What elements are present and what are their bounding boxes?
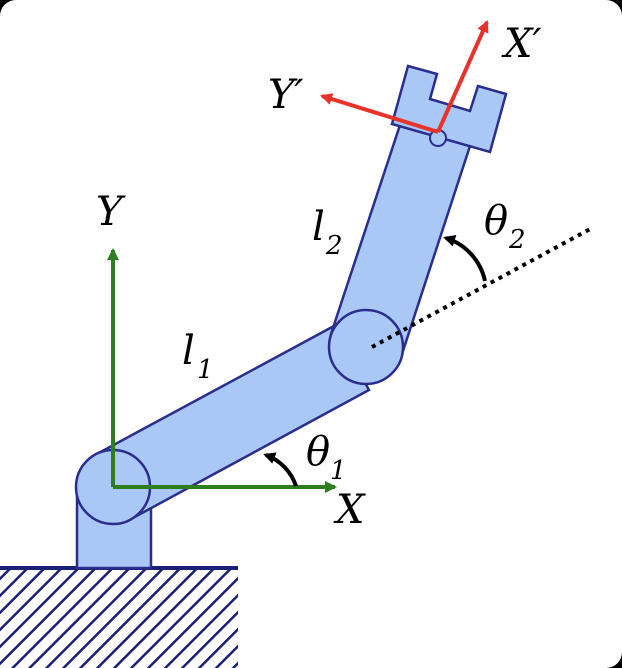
end-x-axis-label: X′ [501, 21, 542, 67]
ground-hatch [0, 568, 238, 668]
theta1-label: θ 1 [306, 429, 347, 486]
end-y-axis-arrow [320, 93, 439, 134]
end-x-axis-arrow [436, 20, 489, 133]
theta1-index: 1 [330, 456, 347, 486]
theta2-index: 2 [508, 225, 526, 255]
theta2-label: θ 2 [484, 198, 526, 255]
end-effector-point [429, 129, 447, 147]
theta2-letter: θ [484, 198, 508, 244]
base-x-axis-label: X [333, 487, 366, 533]
link1-letter: l [182, 328, 195, 374]
theta2-arc [443, 235, 487, 282]
link1-index: 1 [197, 355, 214, 385]
link1-extension-line [371, 226, 593, 349]
link2-label: l 2 [312, 204, 343, 261]
ground [0, 566, 238, 668]
base-y-axis-label: Y [96, 189, 126, 235]
theta1-letter: θ [306, 429, 330, 475]
link2-letter: l [312, 204, 325, 250]
link1-label: l 1 [182, 328, 214, 385]
end-y-axis-label: Y′ [268, 72, 304, 118]
theta1-arc [263, 452, 298, 487]
link2-index: 2 [325, 231, 343, 261]
joint-2 [327, 308, 405, 386]
